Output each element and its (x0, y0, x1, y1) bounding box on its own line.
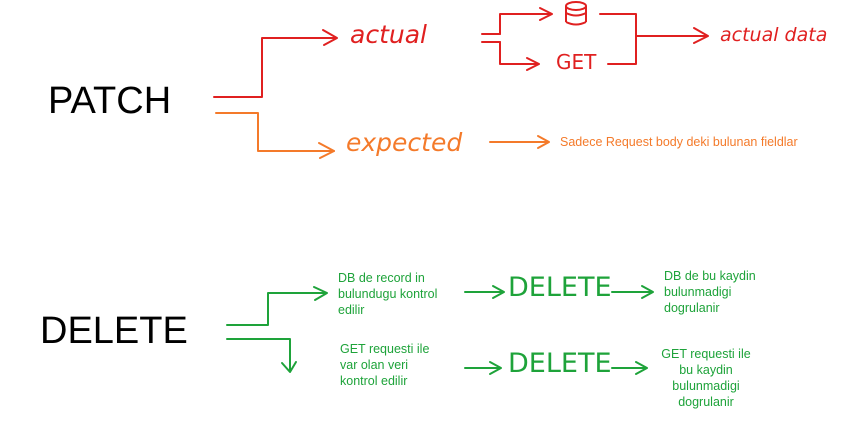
actual-label: actual (350, 20, 427, 49)
get-label: GET (556, 50, 597, 74)
patch-actual-connector (213, 7, 709, 98)
actual-data-label: actual data (720, 24, 828, 46)
patch-title: PATCH (48, 80, 172, 122)
branch2-action: DELETE (508, 348, 612, 379)
patch-expected-connector (215, 112, 550, 159)
expected-label: expected (346, 128, 463, 157)
delete-connector (226, 285, 654, 375)
branch1-action: DELETE (508, 272, 612, 303)
database-icon (565, 1, 587, 26)
branch2-result: GET requesti ile bu kaydin bulunmadigi d… (661, 347, 751, 409)
expected-result: Sadece Request body deki bulunan fieldla… (560, 135, 798, 149)
branch2-condition: GET requesti ile var olan veri kontrol e… (340, 342, 430, 388)
branch1-condition: DB de record in bulundugu kontrol edilir (338, 271, 438, 317)
delete-title: DELETE (40, 310, 188, 352)
branch1-result: DB de bu kaydin bulunmadigi dogrulanir (664, 269, 756, 315)
